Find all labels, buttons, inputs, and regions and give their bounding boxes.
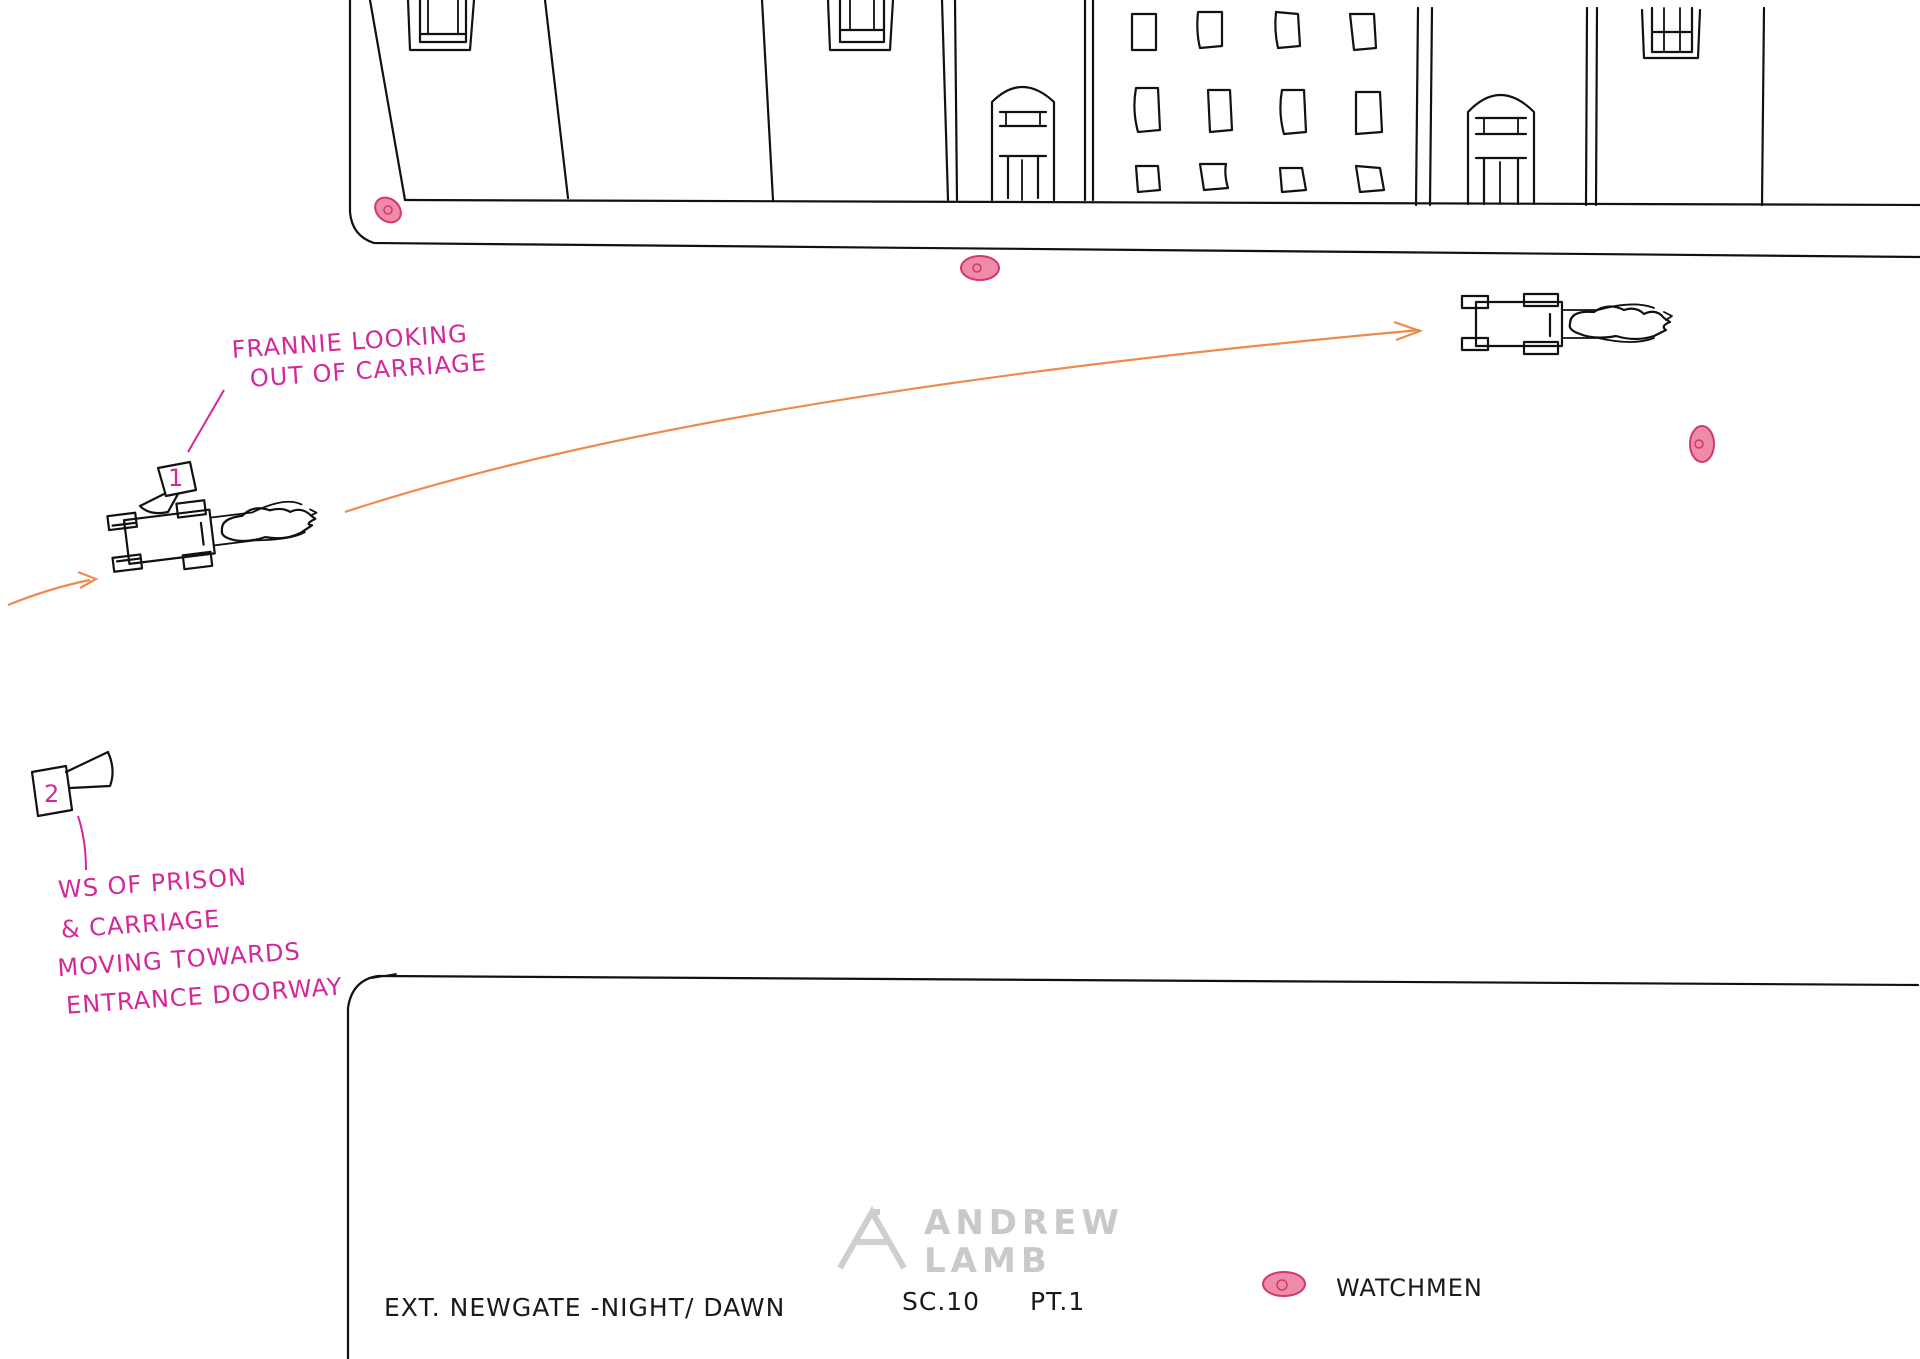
prison-building <box>348 0 1920 259</box>
watchman-marker-2 <box>960 255 1000 281</box>
scene-part: PT.1 <box>1030 1287 1085 1316</box>
camera-2-note-line-4: ENTRANCE DOORWAY <box>65 972 343 1019</box>
facade-bay-divider-10 <box>1594 6 1599 207</box>
camera-1-note: FRANNIE LOOKING OUT OF CARRIAGE <box>231 320 488 393</box>
barred-window-1 <box>406 0 476 52</box>
camera-1-leader-line <box>187 389 225 453</box>
legend: WATCHMEN <box>1262 1271 1483 1302</box>
camera-2-note: WS OF PRISON & CARRIAGE MOVING TOWARDS E… <box>57 863 344 1020</box>
watermark-line-2: LAMB <box>924 1241 1052 1281</box>
camera-2-note-line-2: & CARRIAGE <box>60 905 221 944</box>
camera-2-icon: 2 <box>30 750 114 818</box>
movement-arrow-main <box>344 320 1424 514</box>
watchman-marker-1 <box>374 196 402 224</box>
facade-bay-divider-11 <box>1760 6 1766 207</box>
lower-building-outline-inner <box>371 973 397 979</box>
camera-1-number: 1 <box>168 464 184 492</box>
facade-bay-divider-9 <box>1584 6 1589 207</box>
building-base-line <box>403 198 1920 207</box>
camera-2-note-line-3: MOVING TOWARDS <box>57 937 302 982</box>
carriage-with-horse-2 <box>1460 292 1673 356</box>
facade-bay-divider-8 <box>1428 6 1434 207</box>
facade-bay-divider-3 <box>940 0 950 202</box>
lower-building-outline <box>346 974 1920 1359</box>
legend-label: WATCHMEN <box>1336 1274 1483 1302</box>
facade-bay-divider-2 <box>760 0 775 202</box>
watermark-line-1: ANDREW <box>924 1203 1124 1243</box>
legend-watchman-icon <box>1262 1271 1306 1297</box>
facade-bay-divider-1 <box>543 0 570 200</box>
scene-heading: EXT. NEWGATE -NIGHT/ DAWN <box>384 1293 785 1322</box>
watchman-marker-3 <box>1689 425 1715 463</box>
arched-doorway-1 <box>990 86 1056 202</box>
watermark-logo: ANDREW LAMB <box>837 1203 1124 1281</box>
facade-left-edge <box>368 0 407 202</box>
carriage-with-horse-1 <box>106 499 318 573</box>
arched-doorway-2 <box>1466 93 1536 206</box>
camera-2-leader-line <box>77 815 87 871</box>
barred-window-2 <box>826 0 895 52</box>
camera-1-icon: 1 <box>138 460 198 515</box>
window-grid <box>1130 10 1386 194</box>
facade-bay-divider-4 <box>953 0 959 202</box>
barred-window-3 <box>1640 6 1702 60</box>
movement-arrow-incoming <box>7 570 99 607</box>
facade-bay-divider-7 <box>1414 6 1420 207</box>
pavement-edge <box>348 0 1920 259</box>
camera-2-number: 2 <box>44 780 60 808</box>
scene-caption: EXT. NEWGATE -NIGHT/ DAWN SC.10 PT.1 <box>384 1287 1085 1322</box>
scene-number: SC.10 <box>902 1287 980 1316</box>
